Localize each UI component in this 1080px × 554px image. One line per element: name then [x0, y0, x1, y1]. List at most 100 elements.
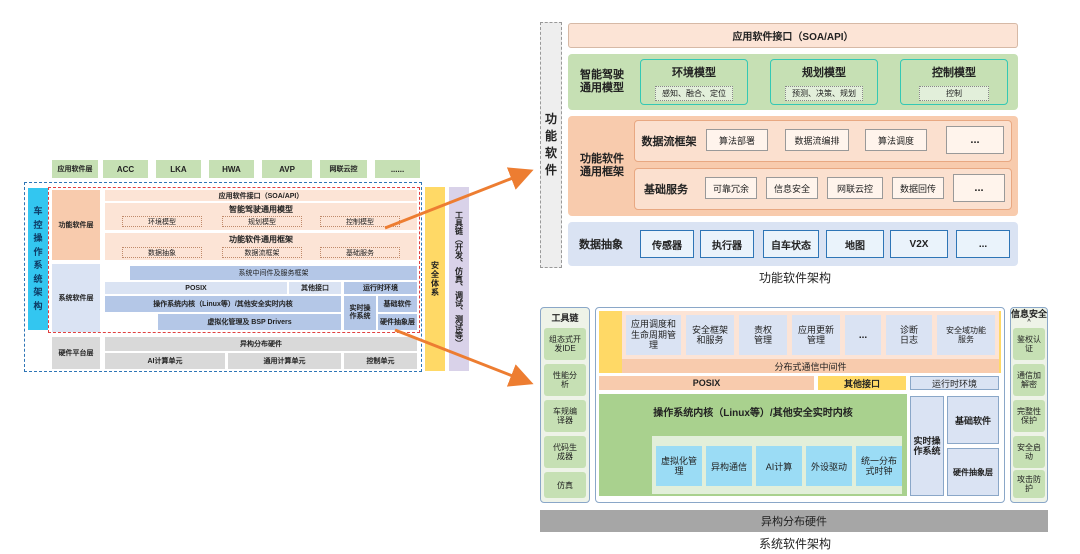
sa-main-frame [595, 307, 1005, 503]
fa-model-env-sub: 感知、融合、定位 [655, 85, 733, 101]
hetero-hw-bar: 异构分布硬件 [105, 337, 417, 351]
framework-basic-service: 基础服务 [320, 247, 400, 258]
sa-service-6: 安全域功能服务 [937, 315, 995, 355]
app-item-acc: ACC [103, 160, 148, 178]
ad-model-title: 智能驾驶通用模型 [229, 204, 293, 214]
sa-service-2: 责权管理 [739, 315, 787, 355]
sa-kernel-item-2: AI计算 [756, 446, 802, 486]
caret-up-icon: ^ [1027, 318, 1031, 325]
sa-other-if-bar: 其他接口 [818, 376, 906, 390]
fa-framework-title: 功能软件通用框架 [580, 153, 624, 178]
fa-ad-model-section [568, 54, 1018, 110]
sa-security-title: 信息安全 ^ [1010, 308, 1047, 325]
sa-service-1: 安全框架和服务 [686, 315, 734, 355]
basic-sw-box: 基础软件 [378, 296, 417, 312]
sa-hal-box: 硬件抽象层 [947, 448, 999, 496]
runtime-bar: 运行时环境 [344, 282, 417, 294]
fa-dataflow-item-2: 算法调度 [865, 129, 927, 151]
fa-da-item-5: ... [956, 230, 1010, 258]
fa-basic-item-3: 数据回传 [892, 177, 944, 199]
software-frame [48, 187, 420, 333]
arrow-to-sys-arch [394, 328, 534, 387]
fa-model-ctrl-sub: 控制 [919, 85, 989, 101]
fa-model-plan-sub: 预测、决策、规划 [785, 85, 863, 101]
app-item-avp: AVP [262, 160, 312, 178]
rtos-box: 实时操作系统 [344, 296, 376, 330]
fa-basic-service-row [634, 168, 1012, 210]
fa-ad-model-title: 智能驾驶通用模型 [580, 69, 624, 94]
sa-service-4: ... [845, 315, 881, 355]
sa-toolchain-title: 工具链 [551, 312, 579, 323]
fa-basic-item-4: ... [953, 174, 1005, 202]
ad-model-env: 环境模型 [122, 216, 202, 227]
sa-kernel-title: 操作系统内核（Linux等）/其他安全实时内核 [653, 407, 853, 419]
fa-model-env: 环境模型 感知、融合、定位 [640, 59, 748, 105]
arrow-to-func-arch [384, 167, 534, 230]
fa-basic-item-1: 信息安全 [766, 177, 818, 199]
sa-hetero-hw-bar: 异构分布硬件 [540, 510, 1048, 532]
hw-unit-general: 通用计算单元 [228, 353, 341, 369]
fa-basic-item-2: 网联云控 [827, 177, 883, 199]
fa-model-plan-title: 规划模型 [802, 66, 846, 79]
app-item-more: ...... [375, 160, 420, 178]
sa-security-item-0: 鉴权认证 [1013, 328, 1045, 360]
sa-security-item-4: 攻击防护 [1013, 470, 1045, 498]
sa-service-3: 应用更新管理 [792, 315, 840, 355]
fa-dataflow-item-1: 数据流编排 [785, 129, 849, 151]
sa-posix-bar: POSIX [599, 376, 814, 390]
app-item-cloud: 网联云控 [320, 160, 367, 178]
middleware-bar: 系统中间件及服务框架 [130, 266, 417, 280]
sa-security-item-2: 完整性保护 [1013, 400, 1045, 432]
fa-dataflow-item-3: ... [946, 126, 1004, 154]
fa-dataflow-label: 数据流框架 [641, 136, 697, 148]
sa-service-5: 诊断日志 [886, 315, 932, 355]
other-if-bar: 其他接口 [289, 282, 341, 294]
sa-tool-0: 组态式开发IDE [544, 328, 586, 360]
vehicle-arch-label: 车控操作系统架构 [28, 188, 48, 330]
func-framework-box [105, 233, 417, 260]
sa-basic-sw-box: 基础软件 [947, 396, 999, 444]
framework-data-abstraction: 数据抽象 [122, 247, 202, 258]
sa-kernel-item-0: 虚拟化管理 [656, 446, 702, 486]
fa-da-item-3: 地图 [826, 230, 884, 258]
sa-security-item-1: 通信加解密 [1013, 364, 1045, 396]
fa-model-plan: 规划模型 预测、决策、规划 [770, 59, 878, 105]
sa-kernel-item-4: 统一分布式时钟 [856, 446, 902, 486]
sa-tool-4: 仿真 [544, 472, 586, 498]
sa-tool-2: 车规编译器 [544, 400, 586, 432]
hal-box: 硬件抽象层 [378, 314, 417, 330]
fa-basic-item-0: 可靠冗余 [705, 177, 757, 199]
app-item-hwa: HWA [209, 160, 254, 178]
soa-bar: 应用软件接口（SOA/API） [105, 190, 417, 201]
sa-rtos-box: 实时操作系统 [910, 396, 944, 496]
sa-security-item-3: 安全启动 [1013, 436, 1045, 468]
fa-da-item-1: 执行器 [700, 230, 754, 258]
fa-da-item-0: 传感器 [640, 230, 694, 258]
sa-kernel-item-3: 外设驱动 [806, 446, 852, 486]
fa-da-item-2: 自车状态 [763, 230, 819, 258]
sa-dist-comm-bar: 分布式通信中间件 [622, 359, 999, 373]
toolchain-bar: 工具链（开发、仿真、调试、测试等） [449, 187, 469, 371]
ad-model-plan: 规划模型 [222, 216, 302, 227]
fa-basic-service-label: 基础服务 [644, 184, 688, 196]
hw-unit-ai: AI计算单元 [105, 353, 225, 369]
func-framework-title: 功能软件通用框架 [229, 234, 293, 244]
security-system-bar: 安全体系 [425, 187, 445, 371]
fa-data-abstraction-label: 数据抽象 [579, 239, 623, 251]
hw-unit-control: 控制单元 [344, 353, 417, 369]
virt-bar: 虚拟化管理及 BSP Drivers [158, 314, 341, 330]
vehicle-os-frame [24, 182, 422, 372]
framework-dataflow: 数据流框架 [222, 247, 302, 258]
kernel-bar: 操作系统内核（Linux等）/其他安全实时内核 [105, 296, 341, 312]
func-sw-side-label: 功能软件 [540, 22, 562, 268]
fa-model-ctrl: 控制模型 控制 [900, 59, 1008, 105]
sa-runtime-bar: 运行时环境 [910, 376, 999, 390]
hw-platform-label: 硬件平台层 [52, 337, 100, 369]
posix-bar: POSIX [105, 282, 287, 294]
fa-soa-bar: 应用软件接口（SOA/API） [568, 23, 1018, 48]
fa-model-env-title: 环境模型 [672, 66, 716, 79]
fa-da-item-4: V2X [890, 230, 948, 258]
fa-model-ctrl-title: 控制模型 [932, 66, 976, 79]
fa-caption: 功能软件架构 [758, 270, 831, 285]
